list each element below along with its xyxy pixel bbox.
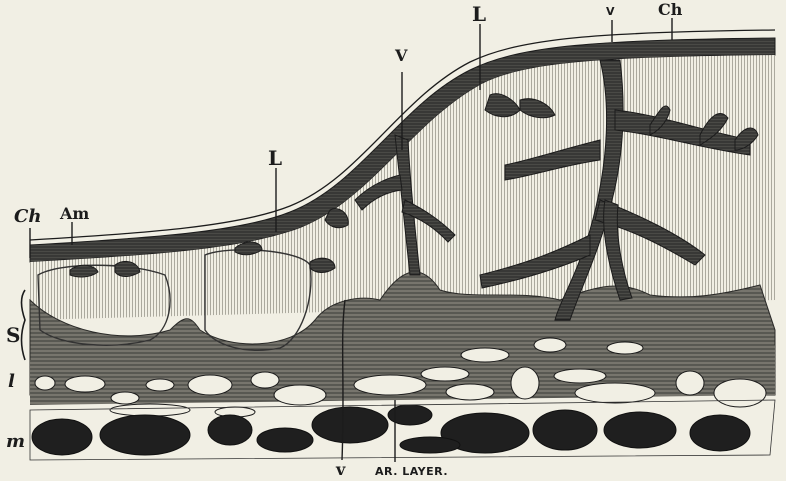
- label-l-top: L: [472, 4, 486, 24]
- label-v-mid: V: [395, 48, 407, 64]
- label-l-left: L: [268, 148, 282, 168]
- s-brace: [22, 290, 26, 360]
- label-v-bottom: v: [336, 462, 345, 478]
- label-ch-right: Ch: [658, 2, 682, 18]
- label-am: Am: [60, 206, 89, 222]
- label-m-side: m: [6, 433, 25, 451]
- label-ch-left: Ch: [14, 208, 41, 226]
- label-ar-layer: AR. LAYER.: [375, 466, 448, 477]
- label-v-top: V: [606, 6, 615, 17]
- label-s: S: [6, 325, 20, 345]
- label-l-side: l: [8, 373, 15, 391]
